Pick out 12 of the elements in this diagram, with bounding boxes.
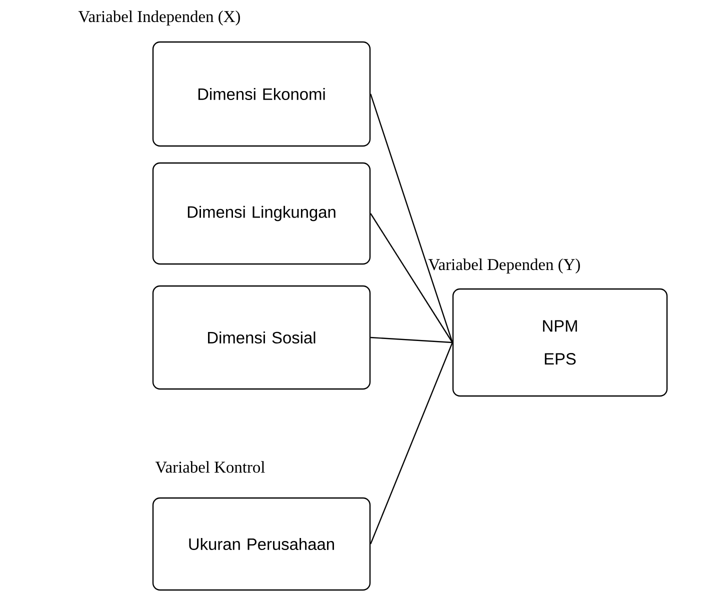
box: NPM EPS (452, 288, 668, 397)
box: Dimensi Sosial (152, 285, 371, 390)
heading: Variabel Kontrol (155, 461, 265, 473)
line (370, 94, 453, 343)
box: Ukuran Perusahaan (152, 497, 371, 591)
heading: Variabel Dependen (Y) (428, 258, 580, 274)
line (370, 213, 453, 343)
heading: Variabel Independen (X) (78, 10, 240, 26)
box: Dimensi Lingkungan (152, 162, 371, 265)
line (370, 342, 453, 544)
line (370, 336, 452, 344)
box: Dimensi Ekonomi (152, 41, 371, 147)
